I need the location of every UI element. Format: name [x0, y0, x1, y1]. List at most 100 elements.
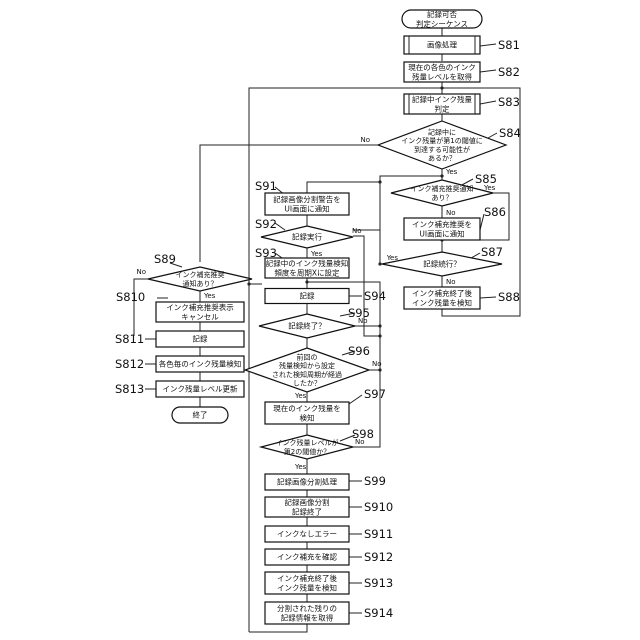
node-s93: 記録中のインク残量検知頻度を周期Xに設定 S93	[255, 246, 349, 278]
node-s95: 記録終了？S95	[259, 306, 370, 338]
node-s89-text: 通知あり？	[183, 279, 218, 288]
node-s813-text: インク残量レベル更新	[163, 384, 238, 394]
branch-label-s98-yes: Yes	[294, 463, 307, 471]
node-s81-text: 画像処理	[427, 40, 457, 50]
node-s88: インク補充終了後インク残量を検知S88	[404, 287, 520, 309]
node-s85: インク補充推奨通知あり？S85	[391, 172, 497, 206]
node-s96-text: したか？	[293, 379, 321, 387]
connector-s87-yes	[353, 230, 382, 264]
node-s83: 記録中インク残量判定 S83	[404, 94, 520, 114]
node-s914-text: 分割された残りの	[277, 603, 337, 613]
step-label-s912: S912	[364, 550, 393, 564]
step-label-s811: S811	[115, 332, 144, 346]
node-s87-text: 記録続行？	[423, 259, 461, 269]
node-s912: インク補充を確認 S912	[265, 549, 393, 565]
node-s811: 記録 S811	[115, 331, 244, 347]
step-label-s82: S82	[498, 65, 520, 79]
node-s811-text: 記録	[193, 334, 208, 344]
node-s97-text: 現在のインク残量を	[273, 403, 341, 413]
node-s81: 画像処理 S81	[404, 36, 520, 54]
node-s84: 記録中にインク残量が第1の閾値に到達する可能性があるか？S84	[378, 121, 521, 169]
step-label-s88: S88	[498, 290, 520, 304]
node-s91-text: 記録画像分割警告を	[273, 194, 341, 204]
step-label-s812: S812	[115, 357, 144, 371]
node-s96-text: 前回の	[297, 353, 318, 362]
node-s86-text: インク補充推奨を	[412, 219, 472, 229]
node-s910: 記録画像分割記録終了S910	[265, 497, 393, 517]
node-s910-text: 記録終了	[292, 506, 322, 516]
node-s98-text: 第2の閾値か？	[284, 447, 330, 456]
node-end: 終了	[172, 407, 228, 423]
node-s911-text: インクなしエラー	[277, 530, 337, 539]
step-label-s92: S92	[255, 217, 277, 231]
node-s91-text: UI画面に通知	[284, 203, 329, 213]
node-s91: 記録画像分割警告をUI画面に通知 S91	[255, 179, 349, 215]
node-s813: インク残量レベル更新 S813	[115, 381, 244, 397]
node-s83-text: 判定	[435, 103, 450, 113]
node-s84-text: 記録中に	[428, 128, 456, 137]
node-s95-text: 記録終了？	[288, 321, 326, 331]
node-s97-text: 検知	[300, 412, 315, 422]
branch-label-s85-yes: Yes	[483, 184, 496, 192]
branch-label-s84-no: No	[360, 136, 370, 144]
branch-label-s96-yes: Yes	[294, 392, 307, 400]
branch-label-s98-no: No	[355, 438, 365, 446]
branch-label-s87-yes: Yes	[386, 254, 399, 262]
step-label-s81: S81	[498, 38, 520, 52]
node-s92: 記録実行S92	[255, 217, 353, 248]
step-label-s83: S83	[498, 95, 520, 109]
node-s89-text: インク補充推奨	[176, 270, 225, 279]
node-s99: 記録画像分割処理 S99	[265, 474, 386, 490]
node-s911: インクなしエラー S911	[265, 526, 393, 542]
node-s93-text: 頻度を周期Xに設定	[274, 267, 340, 277]
step-label-s93: S93	[255, 246, 277, 260]
node-start-text: 判定シーケンス	[416, 18, 468, 28]
connector-s89-no	[134, 279, 148, 336]
node-s86-text: UI画面に通知	[419, 228, 464, 238]
node-s94-text: 記録	[300, 291, 315, 301]
node-s84-text: 到達する可能性が	[414, 145, 470, 154]
step-label-s813: S813	[115, 382, 144, 396]
branch-label-s89-yes: Yes	[203, 292, 216, 300]
branch-label-s85-no: No	[446, 209, 456, 217]
branch-label-s84-yes: Yes	[445, 168, 458, 176]
step-label-s87: S87	[481, 245, 503, 259]
connector-s84-to-s91	[307, 182, 380, 193]
node-s94: 記録S94	[265, 289, 386, 304]
node-s96-text: 残量検知から設定	[279, 361, 335, 370]
step-label-s911: S911	[364, 527, 393, 541]
node-s85-text: インク補充推奨通知	[411, 184, 474, 193]
node-s84-text: インク残量が第1の閾値に	[401, 136, 482, 145]
node-s83-text: 記録中インク残量	[412, 94, 472, 104]
node-s913-text: インク残量を検知	[277, 582, 337, 592]
flowchart-nodes: 記録可否判定シーケンス画像処理 S81 現在の各色のインク残量レベルを取得S82 記録…	[115, 9, 521, 624]
step-label-s91: S91	[255, 179, 277, 193]
node-s85-text: あり？	[432, 194, 453, 202]
node-s82-text: 現在の各色のインク	[408, 62, 476, 72]
step-label-s86: S86	[484, 205, 506, 219]
branch-label-s87-no: No	[446, 278, 456, 286]
node-start-text: 記録可否	[427, 9, 457, 19]
node-s99-text: 記録画像分割処理	[277, 477, 337, 487]
node-s96: 前回の残量検知から設定された検知周期が経過したか？ S96	[245, 344, 370, 392]
node-s810: インク補充推奨表示キャンセルS810	[116, 290, 244, 322]
step-label-s810: S810	[116, 290, 145, 304]
node-s912-text: インク補充を確認	[277, 552, 337, 562]
step-label-s96: S96	[348, 344, 370, 358]
step-label-s914: S914	[364, 606, 393, 620]
node-s82: 現在の各色のインク残量レベルを取得S82	[404, 62, 520, 82]
node-s810-text: キャンセル	[181, 312, 219, 321]
node-s914-text: 記録情報を取得	[281, 612, 334, 622]
node-s88-text: インク残量を検知	[412, 297, 472, 307]
branch-label-s95-no: No	[358, 317, 368, 325]
branch-label-s92-no: No	[352, 227, 362, 235]
branch-label-s96-no: No	[372, 360, 382, 368]
node-s93-text: 記録中のインク残量検知	[266, 258, 349, 268]
node-s913-text: インク補充終了後	[277, 573, 337, 583]
step-label-s89: S89	[154, 252, 176, 266]
node-s96-text: された検知周期が経過	[272, 370, 342, 379]
step-label-s99: S99	[364, 474, 386, 488]
step-label-s84: S84	[499, 126, 521, 140]
branch-label-s92-yes: Yes	[310, 250, 323, 258]
